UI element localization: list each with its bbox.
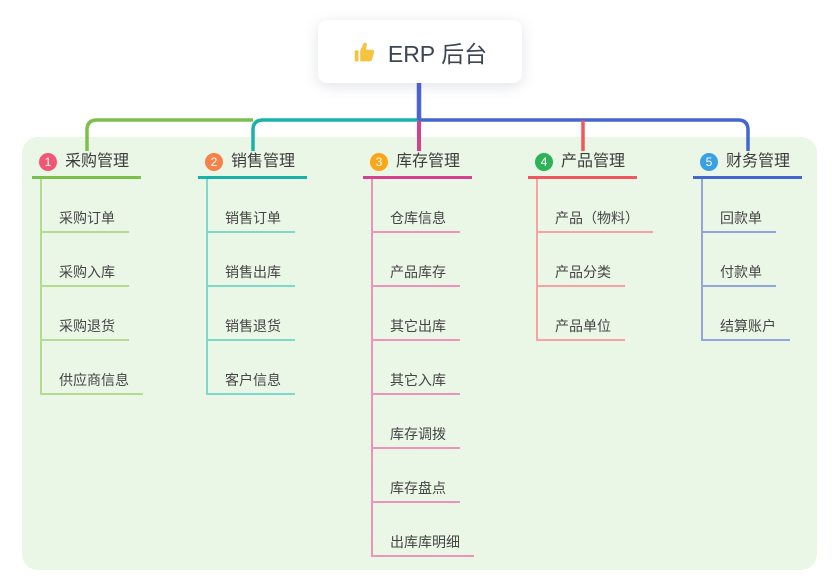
branch-column: 1 采购管理采购订单采购入库采购退货供应商信息 [32, 151, 197, 395]
branch-item[interactable]: 产品（物料） [538, 179, 653, 233]
branch-item[interactable]: 供应商信息 [42, 341, 143, 395]
branches-panel [22, 137, 817, 570]
branch-item[interactable]: 产品库存 [373, 233, 460, 287]
thumbs-up-icon [354, 42, 374, 61]
branch-item[interactable]: 客户信息 [208, 341, 295, 395]
branch-item[interactable]: 出库库明细 [373, 503, 474, 557]
branch-number-badge: 3 [370, 153, 388, 171]
branch-label: 产品管理 [561, 153, 626, 170]
branch-column: 4 产品管理产品（物料）产品分类产品单位 [528, 151, 693, 341]
branch-column: 5 财务管理回款单付款单结算账户 [693, 151, 839, 341]
branch-item[interactable]: 销售订单 [208, 179, 295, 233]
root-node[interactable]: ERP 后台 [318, 20, 522, 83]
branch-column: 2 销售管理销售订单销售出库销售退货客户信息 [198, 151, 363, 395]
branch-number-badge: 1 [39, 153, 57, 171]
branch-item[interactable]: 销售出库 [208, 233, 295, 287]
branch-number-badge: 4 [535, 153, 553, 171]
root-title: ERP 后台 [387, 40, 488, 67]
branch-label: 库存管理 [396, 153, 461, 170]
branch-label: 财务管理 [726, 153, 791, 170]
branch-item[interactable]: 付款单 [703, 233, 776, 287]
branch-item[interactable]: 采购入库 [42, 233, 129, 287]
branch-items: 回款单付款单结算账户 [701, 179, 790, 341]
branch-item[interactable]: 库存盘点 [373, 449, 460, 503]
branch-number-badge: 5 [700, 153, 718, 171]
branch-item[interactable]: 产品分类 [538, 233, 625, 287]
branch-items: 产品（物料）产品分类产品单位 [536, 179, 653, 341]
branch-items: 仓库信息产品库存其它出库其它入库库存调拨库存盘点出库库明细 [371, 179, 474, 557]
branch-title[interactable]: 3 库存管理 [363, 151, 472, 179]
branch-item[interactable]: 回款单 [703, 179, 776, 233]
branch-label: 销售管理 [231, 153, 296, 170]
branch-title[interactable]: 1 采购管理 [32, 151, 141, 179]
branch-item[interactable]: 库存调拨 [373, 395, 460, 449]
branch-item[interactable]: 结算账户 [703, 287, 790, 341]
branch-items: 采购订单采购入库采购退货供应商信息 [40, 179, 143, 395]
branch-items: 销售订单销售出库销售退货客户信息 [206, 179, 295, 395]
branch-title[interactable]: 4 产品管理 [528, 151, 637, 179]
branch-item[interactable]: 销售退货 [208, 287, 295, 341]
branch-item[interactable]: 采购订单 [42, 179, 129, 233]
branch-label: 采购管理 [65, 153, 130, 170]
branch-item[interactable]: 产品单位 [538, 287, 625, 341]
branch-item[interactable]: 仓库信息 [373, 179, 460, 233]
branch-column: 3 库存管理仓库信息产品库存其它出库其它入库库存调拨库存盘点出库库明细 [363, 151, 528, 557]
branch-item[interactable]: 其它入库 [373, 341, 460, 395]
branch-title[interactable]: 5 财务管理 [693, 151, 802, 179]
branch-item[interactable]: 采购退货 [42, 287, 129, 341]
branch-title[interactable]: 2 销售管理 [198, 151, 307, 179]
branch-item[interactable]: 其它出库 [373, 287, 460, 341]
branch-number-badge: 2 [205, 153, 223, 171]
